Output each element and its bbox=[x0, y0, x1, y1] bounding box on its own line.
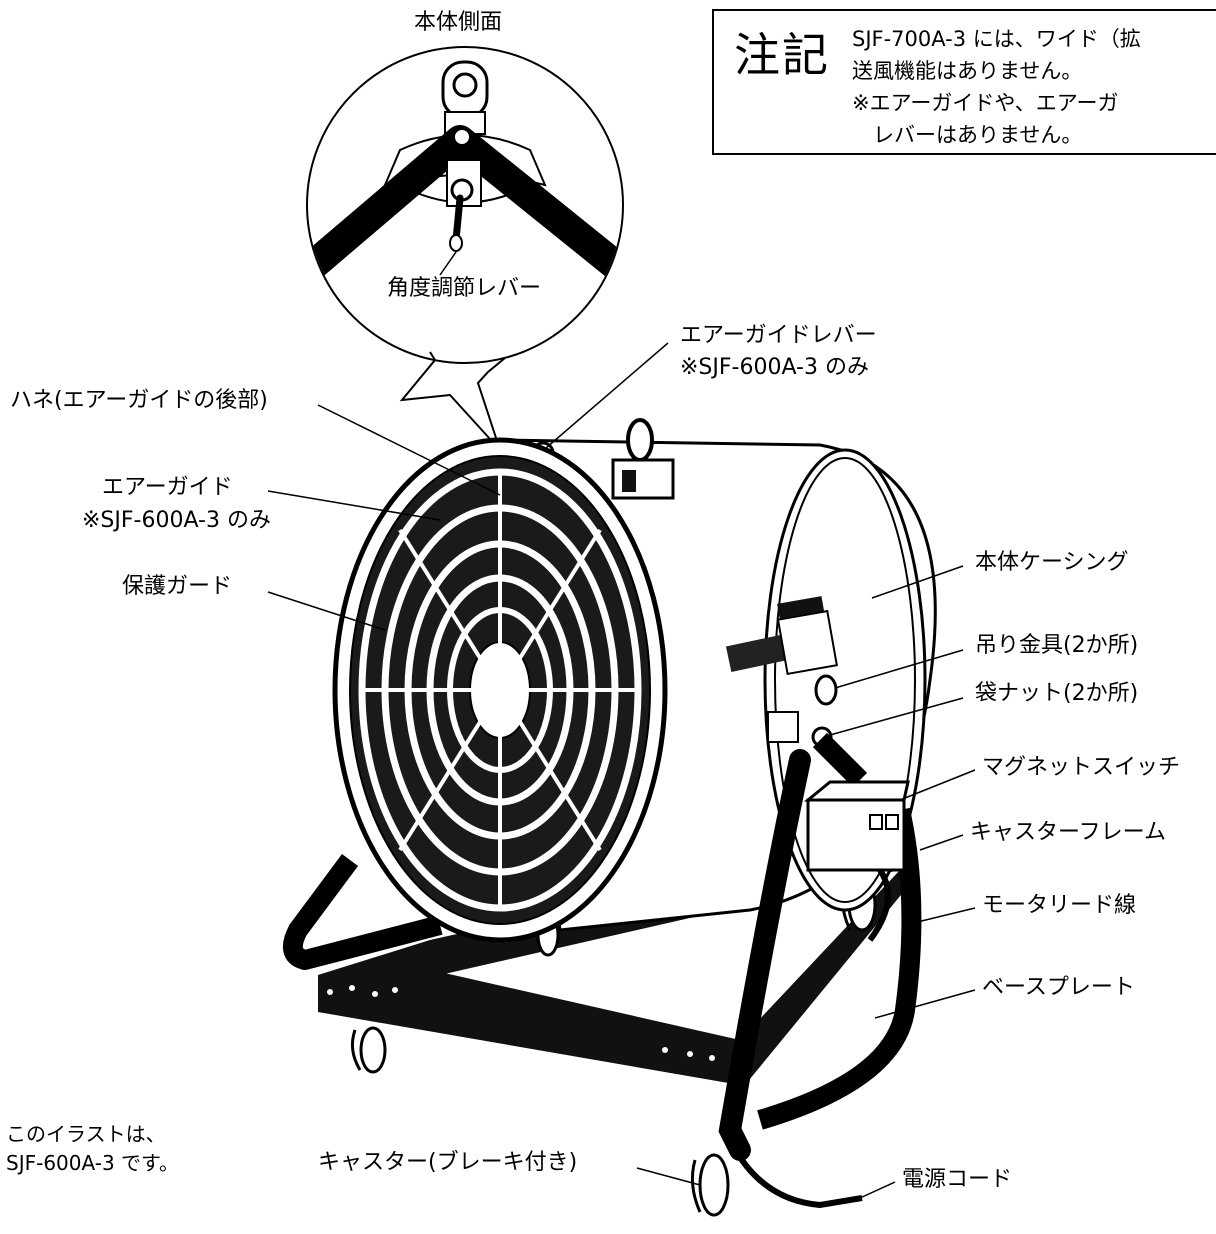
note-line: SJF-700A-3 には、ワイド（拡 bbox=[852, 27, 1141, 51]
label-guard: 保護ガード bbox=[122, 574, 233, 599]
caster-frame-left bbox=[282, 854, 443, 970]
label-cap-nut: 袋ナット(2か所) bbox=[975, 681, 1139, 706]
label-caster-frame: キャスターフレーム bbox=[970, 820, 1167, 845]
leader-lines bbox=[267, 342, 976, 1199]
label-blade: ハネ(エアーガイドの後部) bbox=[10, 388, 268, 413]
note-box: 注記 SJF-700A-3 には、ワイド（拡 送風機能はありません。 ※エアーガ… bbox=[712, 9, 1216, 155]
motor-lead-wire bbox=[867, 868, 891, 942]
side-view-inset bbox=[306, 46, 624, 451]
label-air-guide-lever: エアーガイドレバー bbox=[680, 323, 877, 348]
inset-title: 本体側面 bbox=[414, 10, 503, 35]
illustration-caption: このイラストは、 SJF-600A-3 です。 bbox=[6, 1120, 179, 1178]
label-air-guide-note: ※SJF-600A-3 のみ bbox=[82, 508, 271, 533]
label-casing: 本体ケーシング bbox=[975, 550, 1129, 575]
label-caster: キャスター(ブレーキ付き) bbox=[318, 1150, 578, 1175]
caption-line-1: このイラストは、 bbox=[6, 1122, 166, 1146]
note-line: レバーはありません。 bbox=[852, 123, 1083, 147]
label-air-guide-lever-note: ※SJF-600A-3 のみ bbox=[680, 355, 869, 380]
magnet-switch-box bbox=[803, 780, 910, 872]
label-base-plate: ベースプレート bbox=[982, 975, 1135, 1000]
note-line: ※エアーガイドや、エアーガ bbox=[852, 91, 1119, 115]
power-cord bbox=[727, 1138, 863, 1209]
note-line: 送風機能はありません。 bbox=[852, 59, 1083, 83]
label-air-guide: エアーガイド bbox=[102, 475, 233, 500]
note-heading: 注記 bbox=[734, 28, 830, 82]
caption-line-2: SJF-600A-3 です。 bbox=[6, 1151, 180, 1175]
protective-guard bbox=[332, 437, 668, 943]
label-motor-lead: モータリード線 bbox=[982, 893, 1137, 918]
label-lifting-bracket: 吊り金具(2か所) bbox=[975, 633, 1139, 658]
label-power-cord: 電源コード bbox=[902, 1167, 1013, 1192]
label-magnet-switch: マグネットスイッチ bbox=[982, 755, 1181, 780]
angle-lever-label: 角度調節レバー bbox=[383, 276, 546, 303]
